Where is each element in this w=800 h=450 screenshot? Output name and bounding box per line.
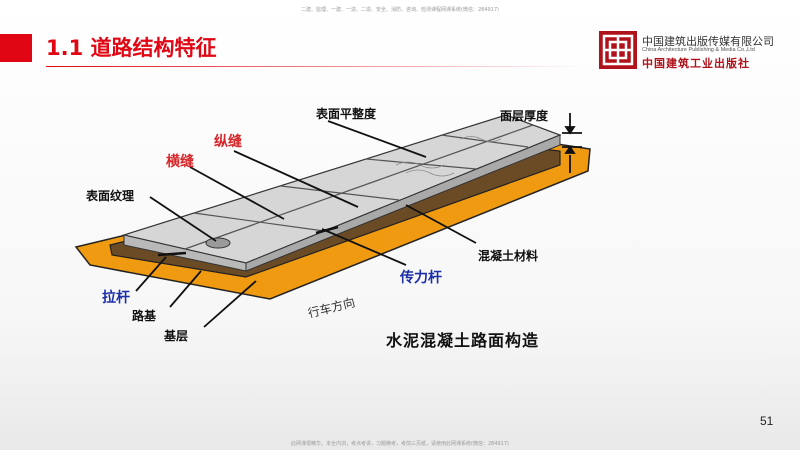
dowel-bar-mark bbox=[315, 225, 339, 235]
pavement-diagram: 表面平整度 面层厚度 纵缝 横缝 表面纹理 混凝土材料 传力杆 拉杆 路基 基层… bbox=[66, 95, 606, 367]
slide-title: 1.1 道路结构特征 bbox=[46, 36, 217, 60]
label-dowel-bar: 传力杆 bbox=[400, 270, 442, 286]
label-transverse-joint: 横缝 bbox=[166, 154, 194, 170]
label-longitudinal-joint: 纵缝 bbox=[214, 134, 242, 150]
label-surface-flatness: 表面平整度 bbox=[316, 107, 377, 121]
longitudinal-joint-line bbox=[184, 124, 534, 250]
publisher-name-en: China Architecture Publishing & Media Co… bbox=[642, 47, 755, 53]
tie-bar-mark bbox=[157, 251, 187, 257]
top-note: 二建、监理、一建、一造、二造、安全、消防、咨询、检测课程网课系统(微信：2849… bbox=[301, 7, 499, 13]
title-underline bbox=[46, 66, 586, 67]
label-layer-thickness: 面层厚度 bbox=[500, 109, 549, 123]
label-base-layer: 基层 bbox=[164, 329, 189, 343]
leader-lines bbox=[135, 120, 477, 328]
label-concrete-material: 混凝土材料 bbox=[478, 249, 539, 263]
publisher-name-cn: 中国建筑出版传媒有限公司 bbox=[642, 35, 774, 48]
bottom-note: 此网课很精华，本全内训，考点考讲，习题精考，考前三页纸，请使用此网课系统(微信：… bbox=[291, 441, 509, 447]
diagram-caption: 水泥混凝土路面构造 bbox=[386, 331, 540, 350]
publisher-name-script: 中国建筑工业出版社 bbox=[642, 57, 750, 70]
transverse-joint-lines bbox=[193, 134, 529, 232]
concrete-slab-side bbox=[245, 134, 561, 272]
page-number: 51 bbox=[760, 414, 774, 428]
label-surface-texture: 表面纹理 bbox=[86, 189, 135, 203]
publisher-logo-mark-icon bbox=[599, 31, 637, 69]
label-subgrade: 路基 bbox=[132, 309, 157, 323]
label-tie-bar: 拉杆 bbox=[102, 290, 130, 306]
surface-texture-marks bbox=[395, 136, 502, 177]
thickness-indicator bbox=[562, 113, 582, 173]
slab-hole bbox=[205, 237, 231, 249]
publisher-logo: 中国建筑出版传媒有限公司 China Architecture Publishi… bbox=[598, 30, 796, 72]
pavement-drawing bbox=[74, 113, 591, 328]
title-accent-bar bbox=[0, 34, 32, 62]
